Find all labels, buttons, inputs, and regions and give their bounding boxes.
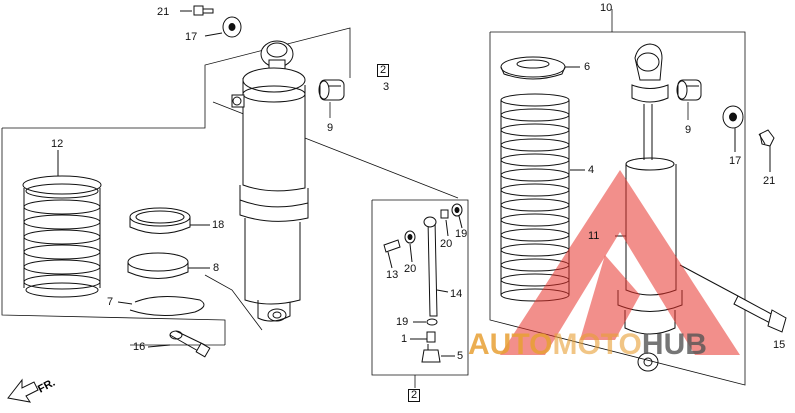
bolt-15: [679, 264, 787, 333]
callout-2-top-box: 2: [377, 64, 390, 77]
fitting-1: [410, 331, 436, 343]
callout-17-right: 17: [729, 155, 742, 167]
leader-lines: [329, 9, 689, 388]
spring-seat-18: [129, 207, 210, 234]
callout-14: 14: [450, 288, 463, 300]
callout-7: 7: [107, 296, 114, 308]
callout-21-left: 21: [157, 6, 170, 18]
callout-19-bottom: 19: [396, 316, 409, 328]
callout-16: 16: [133, 341, 146, 353]
frame-left-assembly: [2, 27, 351, 129]
callout-15: 15: [773, 339, 786, 351]
bolt-21-right: [758, 129, 775, 172]
callout-6: 6: [584, 61, 591, 73]
watermark-auto: AUTO: [468, 328, 553, 361]
watermark-hub: HUB: [641, 328, 707, 361]
frame-left-assembly-lower: [1, 128, 226, 345]
nut-5: [421, 344, 455, 363]
callout-3: 3: [383, 81, 390, 93]
bushing-9-right: [676, 79, 702, 101]
pivot-bolt-13: [383, 239, 401, 269]
spring-12: [22, 150, 102, 298]
callout-11: 11: [588, 230, 600, 242]
washer-17-left: [204, 16, 242, 38]
spring-seat-6: [500, 56, 580, 80]
bushing-9-left: [318, 79, 345, 101]
circlip-7: [117, 295, 205, 317]
watermark-moto: MOTO: [552, 328, 642, 361]
callout-21-right: 21: [763, 175, 776, 187]
callout-5: 5: [457, 350, 464, 362]
callout-8: 8: [213, 262, 220, 274]
callout-9-right: 9: [685, 124, 692, 136]
callout-20-top: 20: [440, 238, 453, 250]
frame-shock-bracket: [204, 274, 263, 331]
callout-1: 1: [401, 333, 408, 345]
washer-19-bottom: [413, 318, 438, 326]
washer-17-right: [722, 105, 744, 152]
callout-17-left: 17: [185, 31, 198, 43]
callout-9-left: 9: [327, 122, 334, 134]
callout-19-top: 19: [455, 228, 468, 240]
callout-20-mid: 20: [404, 263, 417, 275]
frame-linkage: [371, 199, 469, 376]
washer-20-top: [440, 209, 449, 237]
upper-shock-body: [231, 40, 309, 322]
washer-20-mid: [404, 230, 416, 263]
bolt-16: [147, 330, 211, 358]
watermark-text: AUTOMOTOHUB: [468, 330, 707, 360]
front-direction-arrow-icon: [7, 378, 39, 403]
callout-18: 18: [212, 219, 225, 231]
watermark-logo-triangle: [500, 170, 740, 355]
callout-10: 10: [600, 2, 613, 14]
bolt-21-left: [180, 5, 214, 16]
washer-19-top: [451, 203, 463, 229]
callout-2-bottom-box: 2: [408, 389, 421, 402]
callout-12: 12: [51, 138, 64, 150]
ring-8: [127, 252, 210, 279]
callout-13: 13: [386, 269, 399, 281]
frame-right-assembly: [489, 31, 746, 386]
linkage-rod-14: [423, 216, 449, 317]
callout-4: 4: [588, 164, 595, 176]
